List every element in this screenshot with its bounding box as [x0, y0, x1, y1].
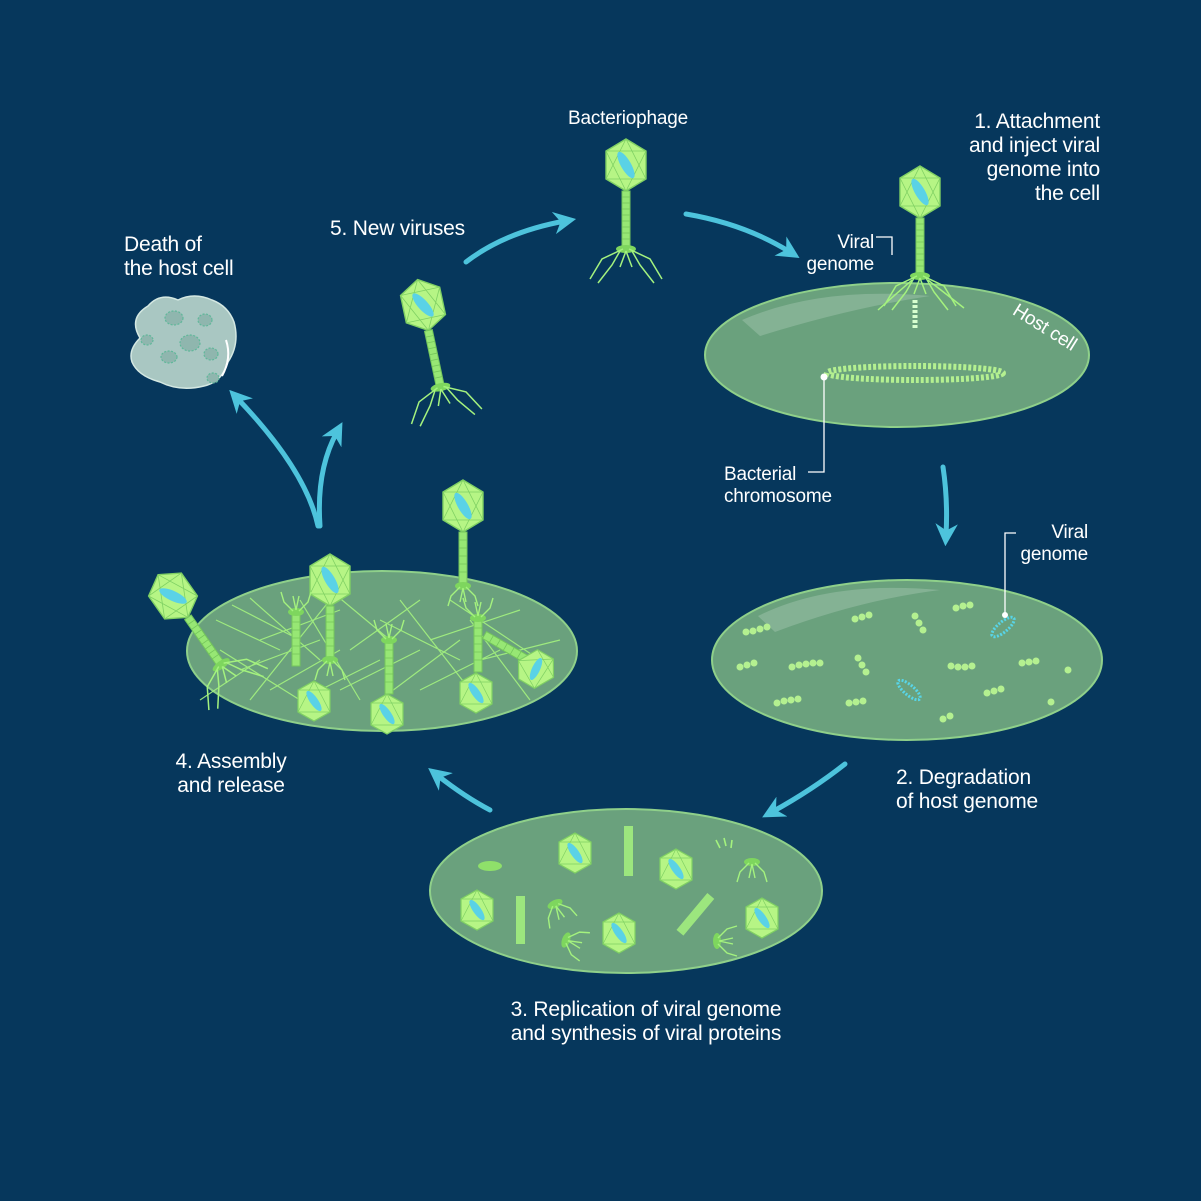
- bacterial-chromosome-label: Bacterial chromosome: [724, 464, 864, 508]
- step1-line-3: genome into: [986, 158, 1101, 181]
- host-cell-step3: [429, 808, 823, 974]
- host-cell-step1: [704, 236, 1090, 473]
- death-line-2: the host cell: [124, 257, 234, 280]
- bacterial-chromosome-line-1: Bacterial: [724, 464, 797, 485]
- host-cell-step4: [129, 479, 578, 735]
- viral-genome-step2-line-2: genome: [1020, 544, 1089, 565]
- viral-genome-top-line-1: Viral: [837, 232, 874, 253]
- step4-line-2: and release: [177, 774, 285, 797]
- step4-line-1: 4. Assembly: [175, 750, 287, 773]
- dead-cell-icon: [130, 295, 237, 389]
- death-line-1: Death of: [124, 233, 202, 256]
- attaching-phage-icon: [877, 166, 965, 310]
- step1-line-4: the cell: [1035, 182, 1100, 205]
- bacteriophage-icon: [590, 139, 662, 283]
- new-virus-phage-icon: [382, 272, 482, 428]
- step1-label: 1. Attachment and inject viral genome in…: [900, 110, 1100, 206]
- viral-genome-top-line-2: genome: [806, 254, 875, 275]
- viral-genome-label-step2: Viral genome: [1000, 522, 1089, 566]
- step4-label: 4. Assembly and release: [156, 750, 306, 798]
- step3-label: 3. Replication of viral genome and synth…: [476, 998, 816, 1046]
- step1-line-2: and inject viral: [968, 134, 1100, 157]
- step5-label: 5. New viruses: [330, 217, 465, 240]
- death-label: Death of the host cell: [124, 233, 274, 281]
- step2-line-1: 2. Degradation: [896, 766, 1031, 789]
- step3-line-1: 3. Replication of viral genome: [510, 998, 782, 1021]
- step2-line-2: of host genome: [896, 790, 1038, 813]
- bacteriophage-label: Bacteriophage: [568, 108, 688, 129]
- step2-label: 2. Degradation of host genome: [896, 766, 1096, 814]
- bacterial-chromosome-line-2: chromosome: [724, 486, 832, 507]
- cycle-arrows: [229, 211, 958, 818]
- viral-genome-step2-line-1: Viral: [1051, 522, 1088, 543]
- host-cell-step2: [711, 532, 1103, 741]
- viral-genome-label-top: Viral genome: [780, 232, 875, 276]
- step1-line-1: 1. Attachment: [974, 110, 1100, 133]
- step3-line-2: and synthesis of viral proteins: [510, 1022, 782, 1045]
